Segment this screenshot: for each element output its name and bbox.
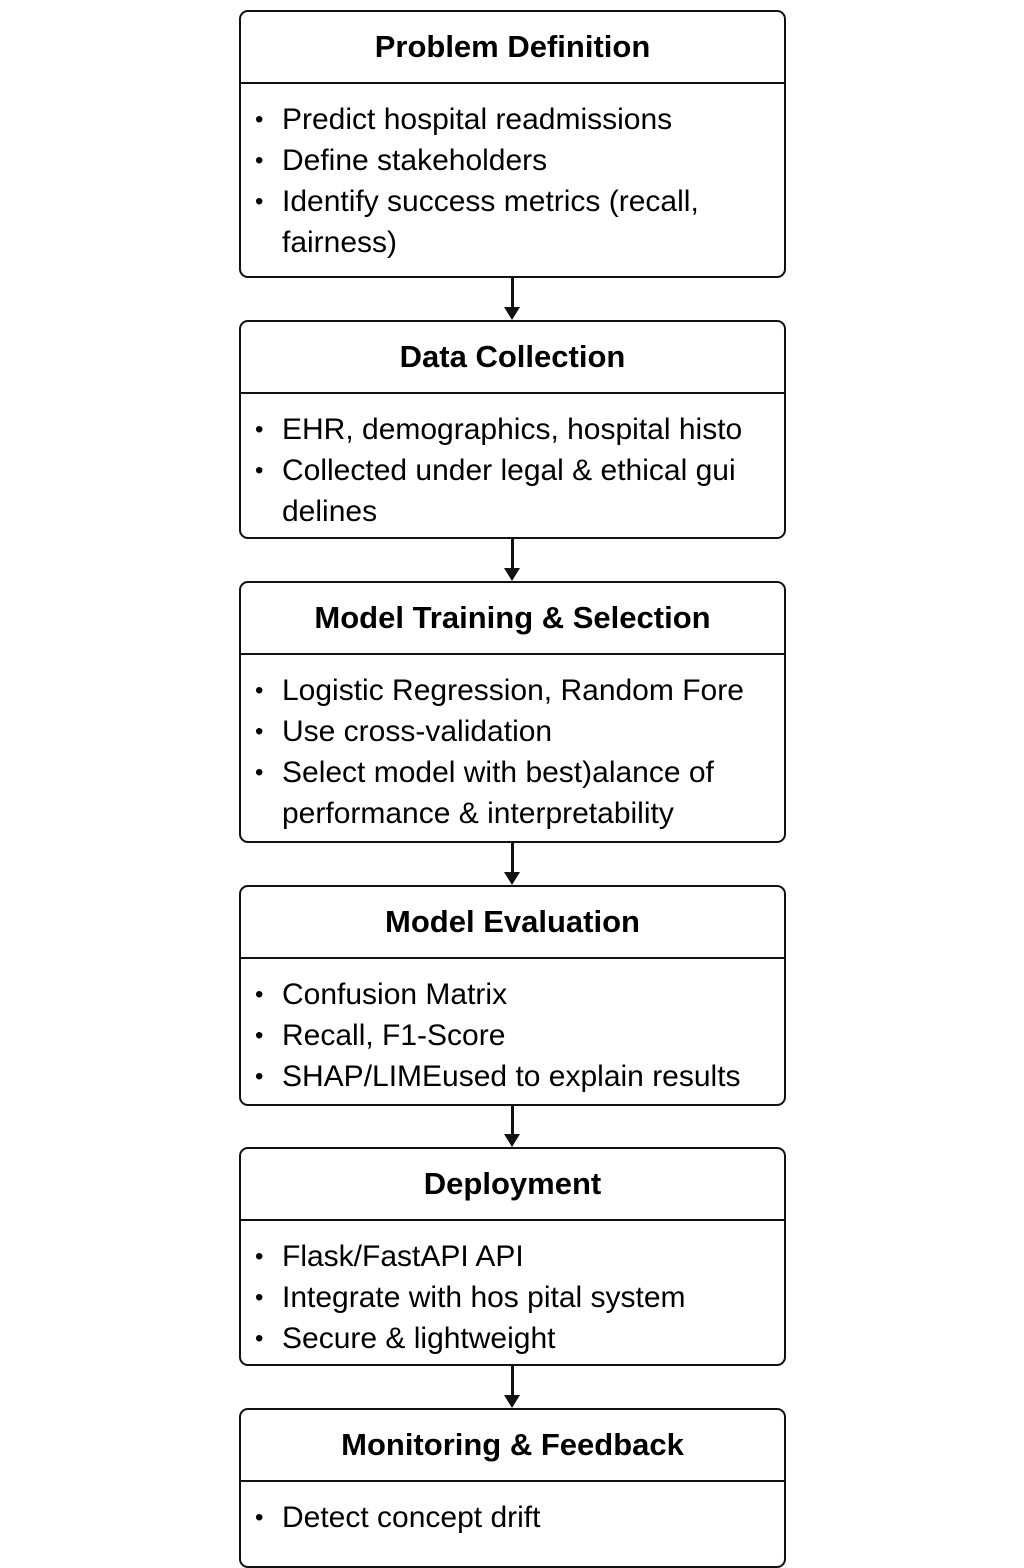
arrow-down-icon [502,843,522,885]
bullet-item: Predict hospital readmissions [241,99,784,140]
step-title: Deployment [241,1149,784,1221]
step-data-collection: Data Collection EHR, demographics, hospi… [239,320,786,539]
arrow-down-icon [502,1106,522,1147]
bullet-item: Logistic Regression, Random Fore [241,670,784,711]
step-bullets: Confusion Matrix Recall, F1-Score SHAP/L… [241,959,784,1097]
step-deployment: Deployment Flask/FastAPI API Integrate w… [239,1147,786,1366]
step-bullets: Predict hospital readmissions Define sta… [241,84,784,263]
bullet-item: Collected under legal & ethical guidelin… [241,450,784,532]
bullet-item: Use cross-validation [241,711,784,752]
step-bullets: EHR, demographics, hospital histo Collec… [241,394,784,532]
bullet-item: Define stakeholders [241,140,784,181]
bullet-item: Select model with best)alance ofperforma… [241,752,784,834]
step-problem-definition: Problem Definition Predict hospital read… [239,10,786,278]
step-title: Model Training & Selection [241,583,784,655]
bullet-item: Detect concept drift [241,1497,784,1538]
step-title: Model Evaluation [241,887,784,959]
bullet-item: Secure & lightweight [241,1318,784,1359]
bullet-item: EHR, demographics, hospital histo [241,409,784,450]
bullet-item: SHAP/LIMEused to explain results [241,1056,784,1097]
step-title: Problem Definition [241,12,784,84]
step-title: Monitoring & Feedback [241,1410,784,1482]
bullet-item: Integrate with hos pital system [241,1277,784,1318]
step-title: Data Collection [241,322,784,394]
step-bullets: Detect concept drift [241,1482,784,1538]
bullet-item: Confusion Matrix [241,974,784,1015]
bullet-item: Identify success metrics (recall,fairnes… [241,181,784,263]
bullet-item: Recall, F1-Score [241,1015,784,1056]
arrow-down-icon [502,539,522,581]
step-model-training-selection: Model Training & Selection Logistic Regr… [239,581,786,843]
arrow-down-icon [502,278,522,320]
step-bullets: Flask/FastAPI API Integrate with hos pit… [241,1221,784,1359]
arrow-down-icon [502,1366,522,1408]
step-model-evaluation: Model Evaluation Confusion Matrix Recall… [239,885,786,1106]
step-monitoring-feedback: Monitoring & Feedback Detect concept dri… [239,1408,786,1568]
step-bullets: Logistic Regression, Random Fore Use cro… [241,655,784,834]
bullet-item: Flask/FastAPI API [241,1236,784,1277]
flowchart: Problem Definition Predict hospital read… [0,0,1024,1536]
